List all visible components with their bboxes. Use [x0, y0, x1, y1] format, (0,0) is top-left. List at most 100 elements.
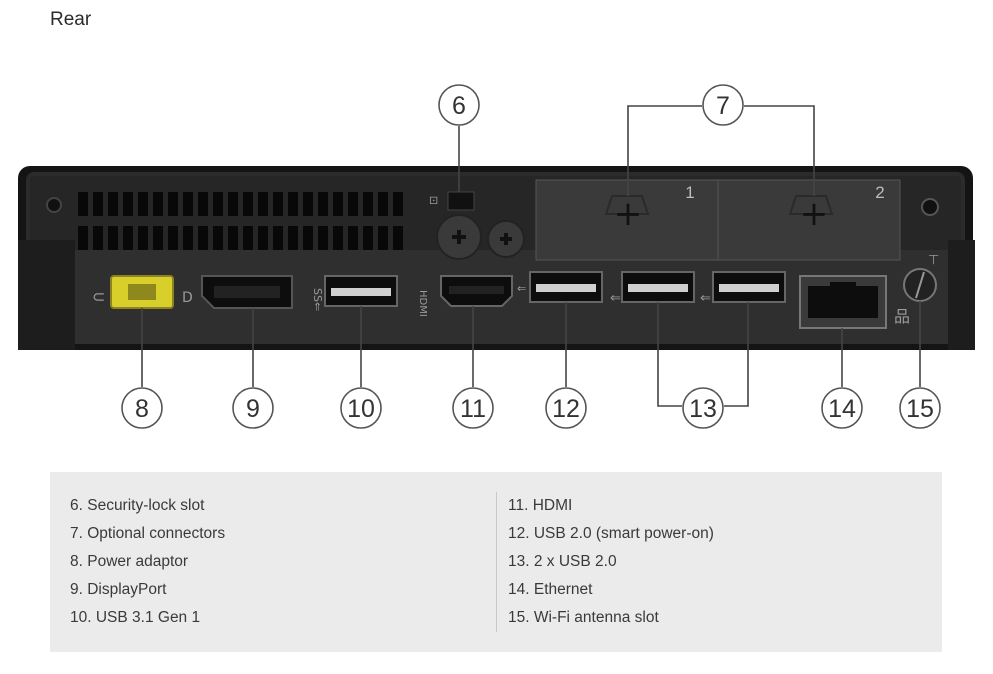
- vent-slot: [288, 192, 298, 216]
- callout-6: 6: [438, 84, 480, 126]
- vent-slot: [273, 192, 283, 216]
- vent-slot: [318, 192, 328, 216]
- vent-slot: [183, 192, 193, 216]
- usb-icon: ⇐: [700, 291, 711, 306]
- vent-slot: [93, 226, 103, 250]
- security-lock-slot: ⊡: [427, 191, 525, 260]
- legend-item: 10. USB 3.1 Gen 1: [70, 609, 201, 626]
- vent-slot: [198, 226, 208, 250]
- ethernet-port[interactable]: 品: [799, 275, 910, 329]
- vent-slot: [258, 226, 268, 250]
- callout-circle: [899, 387, 941, 429]
- legend-item: 14. Ethernet: [508, 581, 593, 598]
- displayport-icon: D: [182, 290, 193, 306]
- callout-13: 13: [682, 387, 724, 429]
- legend-column-left: 6. Security-lock slot 7. Optional connec…: [70, 492, 225, 632]
- vent-slot: [153, 192, 163, 216]
- vent-slot: [363, 226, 373, 250]
- vent-slot: [378, 226, 388, 250]
- lock-icon: ⊡: [427, 196, 440, 205]
- vent-slot: [78, 226, 88, 250]
- callout-number: 11: [460, 395, 486, 423]
- plus-icon: +: [614, 194, 643, 234]
- callout-circle: [452, 387, 494, 429]
- legend-item: 7. Optional connectors: [70, 525, 226, 542]
- usb-2-0-smart-power-on-port[interactable]: ⇐: [517, 271, 603, 303]
- vent-slot: [333, 192, 343, 216]
- callout-circle: [340, 387, 382, 429]
- callout-circle: [702, 84, 744, 126]
- usb-icon: SS⇐: [311, 288, 324, 311]
- port-legend: 6. Security-lock slot 7. Optional connec…: [50, 472, 942, 652]
- wifi-antenna-icon: ⊤: [928, 253, 939, 268]
- callout-number: 14: [828, 395, 856, 423]
- vent-slot: [243, 226, 253, 250]
- vent-slot: [228, 192, 238, 216]
- vent-slot: [348, 192, 358, 216]
- legend-item: 6. Security-lock slot: [70, 497, 205, 514]
- vent-slot: [393, 192, 403, 216]
- usb-icon: ⇐: [517, 282, 526, 295]
- callout-12: 12: [545, 387, 587, 429]
- legend-column-right: 11. HDMI 12. USB 2.0 (smart power-on) 13…: [508, 492, 714, 632]
- network-icon: 品: [894, 307, 910, 326]
- callout-circle: [545, 387, 587, 429]
- legend-item: 9. DisplayPort: [70, 581, 167, 598]
- callout-11: 11: [452, 387, 494, 429]
- power-adaptor-port[interactable]: ⊂: [92, 275, 174, 309]
- vent-slot: [198, 192, 208, 216]
- legend-divider: [496, 492, 497, 632]
- vent-slot: [78, 192, 88, 216]
- rear-panel-diagram: ⊡ + + 1 2 ⊂ D SS⇐ HDMI ⇐: [18, 84, 975, 429]
- optional-connectors-plate: + + 1 2: [535, 179, 901, 261]
- callout-circle: [121, 387, 163, 429]
- vent-slot: [123, 226, 133, 250]
- callout-number: 6: [452, 92, 466, 120]
- plus-icon: +: [800, 194, 829, 234]
- hdmi-icon: HDMI: [417, 290, 428, 317]
- vent-slot: [228, 226, 238, 250]
- legend-item: 8. Power adaptor: [70, 553, 189, 570]
- section-heading: Rear: [50, 9, 92, 30]
- vent-slot: [213, 192, 223, 216]
- vent-slot: [348, 226, 358, 250]
- vent-slot: [93, 192, 103, 216]
- callout-leader-lines: [141, 105, 921, 407]
- vent-slot: [288, 226, 298, 250]
- vent-slot: [213, 226, 223, 250]
- vent-slot: [378, 192, 388, 216]
- vent-slot: [123, 192, 133, 216]
- usb-2-0-port[interactable]: ⇐: [610, 271, 695, 306]
- vent-slot: [168, 192, 178, 216]
- callout-number: 7: [716, 92, 730, 120]
- hdmi-port[interactable]: HDMI: [417, 275, 513, 317]
- legend-item: 13. 2 x USB 2.0: [508, 553, 617, 570]
- callout-8: 8: [121, 387, 163, 429]
- callout-circle: [682, 387, 724, 429]
- vent-slot: [108, 192, 118, 216]
- slot-number-2: 2: [875, 183, 884, 202]
- callout-number: 8: [135, 395, 149, 423]
- vent-slot: [393, 226, 403, 250]
- vent-slot: [153, 226, 163, 250]
- legend-item: 12. USB 2.0 (smart power-on): [508, 525, 714, 542]
- usb-2-0-port[interactable]: ⇐: [700, 271, 786, 306]
- legend-item: 11. HDMI: [508, 497, 573, 514]
- callout-circle: [821, 387, 863, 429]
- usb-3-1-port[interactable]: SS⇐: [311, 275, 398, 311]
- vent-slot: [258, 192, 268, 216]
- vent-slot: [138, 192, 148, 216]
- vent-slot: [318, 226, 328, 250]
- callout-number: 15: [906, 395, 934, 423]
- callout-number: 13: [689, 395, 717, 423]
- vent-slot: [303, 192, 313, 216]
- vent-slot: [303, 226, 313, 250]
- vent-slot: [333, 226, 343, 250]
- vent-grille: [78, 192, 403, 250]
- vent-slot: [273, 226, 283, 250]
- callout-number: 12: [552, 395, 580, 423]
- vent-slot: [243, 192, 253, 216]
- callout-14: 14: [821, 387, 863, 429]
- callout-number: 10: [347, 395, 375, 423]
- slot-number-1: 1: [685, 183, 694, 202]
